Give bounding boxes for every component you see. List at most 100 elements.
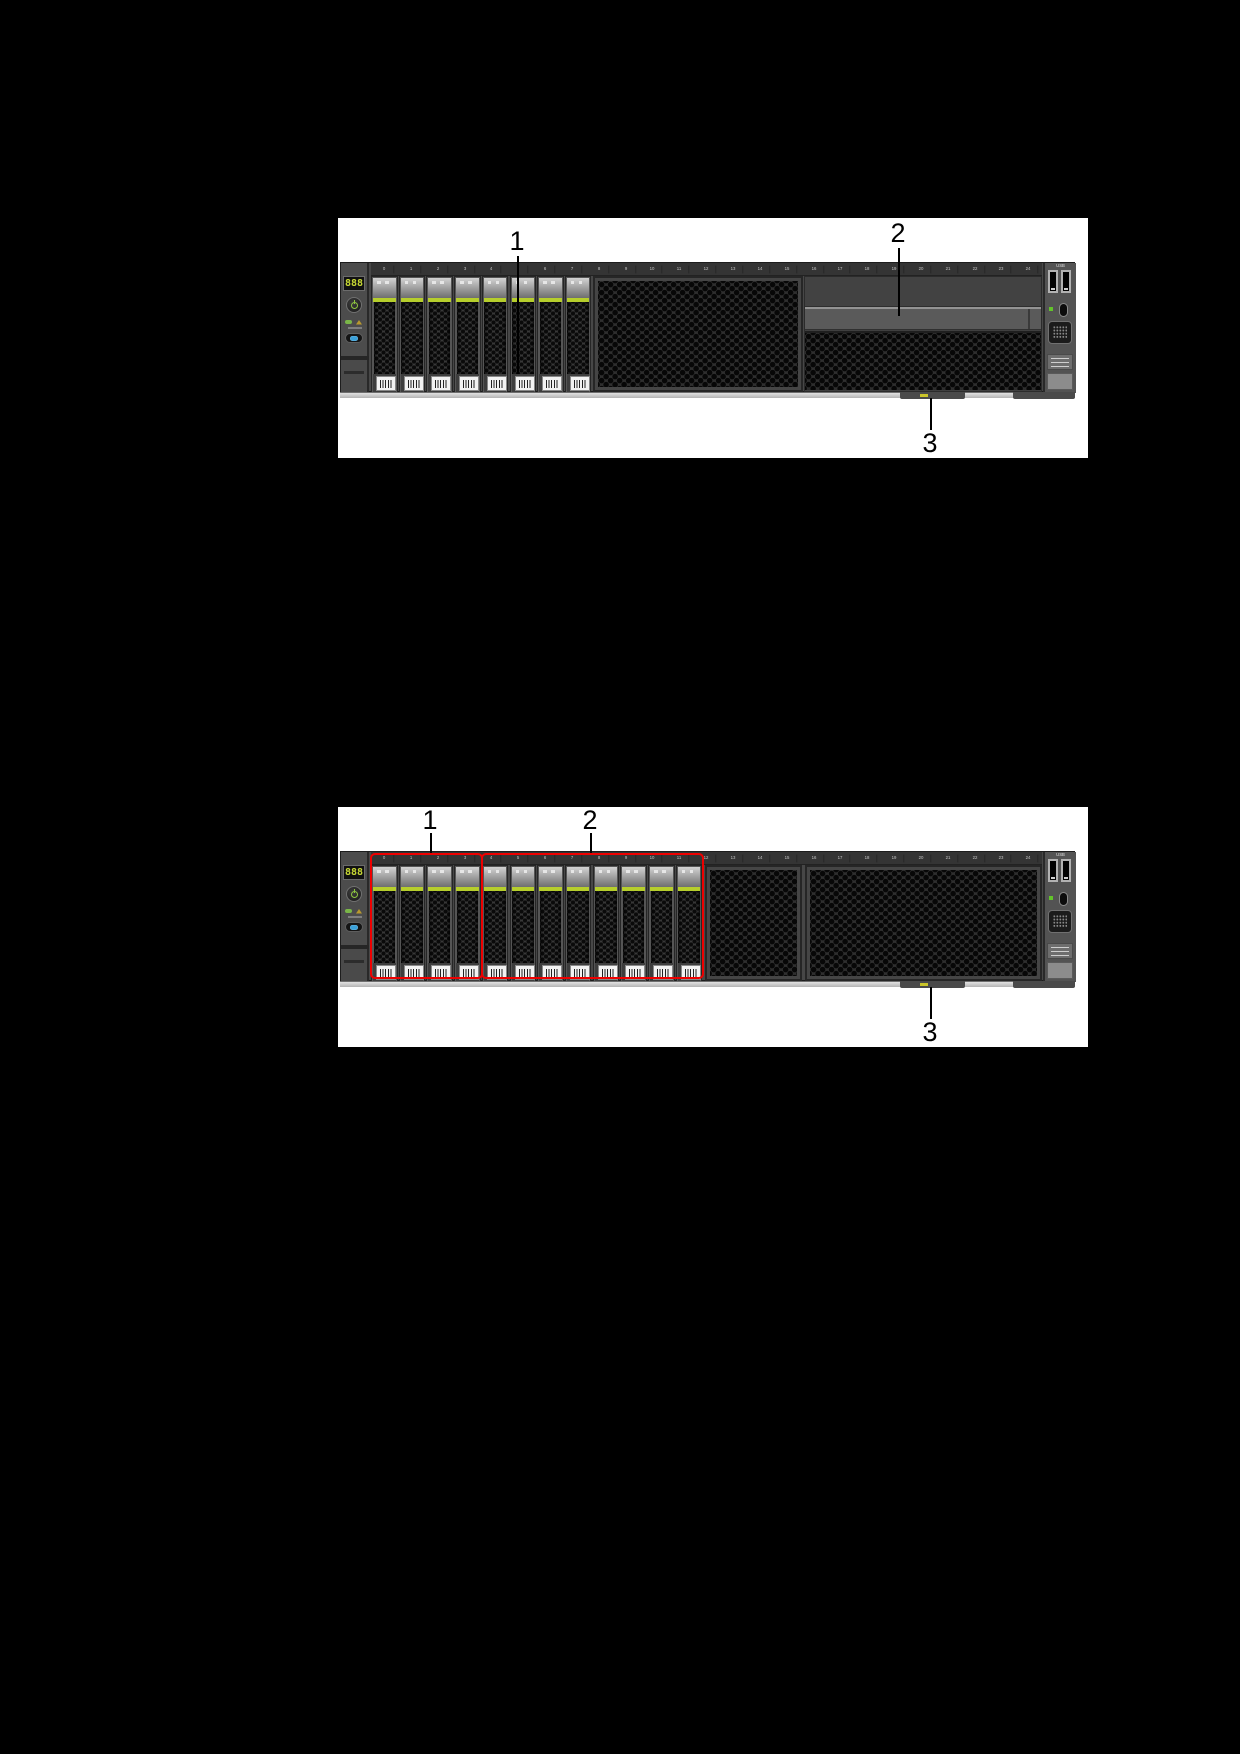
drive-bay[interactable]	[537, 276, 564, 393]
slot-number: 14	[751, 854, 770, 862]
uid-button[interactable]	[345, 922, 363, 932]
drive-handle	[456, 278, 479, 299]
usb-port[interactable]	[1061, 270, 1071, 293]
pull-out-label-tab[interactable]	[900, 981, 965, 988]
drive-led	[440, 280, 444, 284]
drive-barcode-label	[653, 965, 673, 980]
drive-vent-face	[373, 891, 395, 963]
drive-bay[interactable]	[537, 865, 564, 982]
drive-barcode-label	[403, 376, 424, 391]
slot-number: 1	[402, 854, 421, 862]
slot-number: 15	[777, 265, 797, 273]
drive-led	[460, 869, 464, 873]
vga-pin-grid	[1053, 326, 1067, 339]
drive-barcode-label	[486, 376, 507, 391]
uid-button[interactable]	[345, 333, 363, 343]
slot-number: 19	[885, 854, 905, 862]
drive-bay[interactable]	[481, 276, 509, 393]
drive-latch-green-bar	[483, 887, 507, 891]
drive-latch-green-bar	[373, 887, 396, 891]
drive-vent-face	[678, 891, 700, 963]
vga-pin-grid	[1053, 915, 1067, 928]
power-button[interactable]	[346, 886, 362, 902]
figure-8-drive-front-panel: 0123456789101112131415161718192021222324…	[338, 218, 1088, 458]
slot-number: 23	[992, 854, 1012, 862]
label-tab-yellow-mark	[920, 394, 928, 397]
slot-number: 18	[858, 265, 878, 273]
control-panel-ear: 888	[341, 852, 369, 982]
info-label-plate	[1047, 354, 1073, 370]
drive-led	[377, 280, 381, 284]
pull-out-label-tab[interactable]	[900, 392, 965, 399]
drive-bay[interactable]	[426, 865, 453, 982]
drive-bay[interactable]	[481, 865, 509, 982]
drive-bay[interactable]	[592, 865, 620, 982]
slot-number: 3	[455, 854, 475, 862]
drive-bay[interactable]	[398, 865, 426, 982]
drive-led	[385, 280, 389, 284]
slot-number: 23	[992, 265, 1012, 273]
drive-bay[interactable]	[454, 276, 481, 393]
drive-latch-green-bar	[456, 887, 479, 891]
drive-led	[523, 869, 527, 873]
callout-label-2: 2	[890, 218, 906, 248]
drive-latch-green-bar	[400, 298, 424, 302]
drive-bay[interactable]	[675, 865, 703, 982]
drive-led	[578, 869, 583, 873]
drive-led	[460, 280, 464, 284]
drive-latch-green-bar	[677, 887, 701, 891]
drive-vent-face	[622, 891, 645, 963]
drive-vent-face	[595, 891, 617, 963]
drive-foot	[566, 374, 590, 393]
drive-bay[interactable]	[509, 276, 536, 393]
ventilation-grille	[805, 865, 1042, 981]
drive-latch-green-bar	[566, 887, 590, 891]
power-button[interactable]	[346, 297, 362, 313]
drive-latch-green-bar	[511, 298, 534, 302]
server-chassis-front: 0123456789101112131415161718192021222324…	[340, 262, 1076, 393]
slot-number: 1	[402, 265, 421, 273]
status-led	[1049, 307, 1053, 311]
drive-barcode-label	[403, 965, 424, 980]
drive-handle	[483, 278, 507, 299]
drive-bay[interactable]	[648, 865, 675, 982]
drive-handle	[400, 278, 424, 299]
drive-vent-face	[539, 302, 562, 374]
drive-led	[662, 869, 666, 873]
drive-bay[interactable]	[371, 276, 398, 393]
drive-foot	[400, 374, 424, 393]
front-io-panel: USB	[1043, 852, 1076, 982]
right-mounting-tab	[1013, 981, 1075, 988]
slot-number: 13	[724, 265, 744, 273]
drive-latch-green-bar	[539, 887, 562, 891]
status-led	[1049, 896, 1053, 900]
vga-port[interactable]	[1048, 910, 1072, 933]
mini-connector-port[interactable]	[1059, 892, 1068, 906]
drive-barcode-label	[459, 965, 480, 980]
usb-port[interactable]	[1061, 859, 1071, 882]
uid-led-icon	[350, 924, 358, 930]
slot-number: 9	[616, 854, 636, 862]
drive-barcode-label	[680, 965, 701, 980]
usb-port[interactable]	[1048, 859, 1058, 882]
power-icon-stem	[353, 300, 356, 304]
slot-number: 3	[455, 265, 475, 273]
slot-number: 17	[831, 265, 851, 273]
drive-handle	[373, 278, 396, 299]
drive-latch-green-bar	[483, 298, 507, 302]
drive-vent-face	[456, 302, 479, 374]
vga-port[interactable]	[1048, 321, 1072, 344]
blank-filler-row	[805, 277, 1041, 307]
drive-bay[interactable]	[398, 276, 426, 393]
slot-number: 0	[375, 854, 395, 862]
drive-foot	[594, 963, 618, 982]
drive-barcode-label	[431, 965, 452, 980]
slot-number: 21	[938, 265, 958, 273]
usb-port[interactable]	[1048, 270, 1058, 293]
drive-latch-green-bar	[428, 298, 451, 302]
mini-connector-port[interactable]	[1059, 303, 1068, 317]
drive-bay[interactable]	[426, 276, 453, 393]
drive-bay[interactable]	[620, 865, 647, 982]
drive-bay[interactable]	[564, 276, 592, 393]
